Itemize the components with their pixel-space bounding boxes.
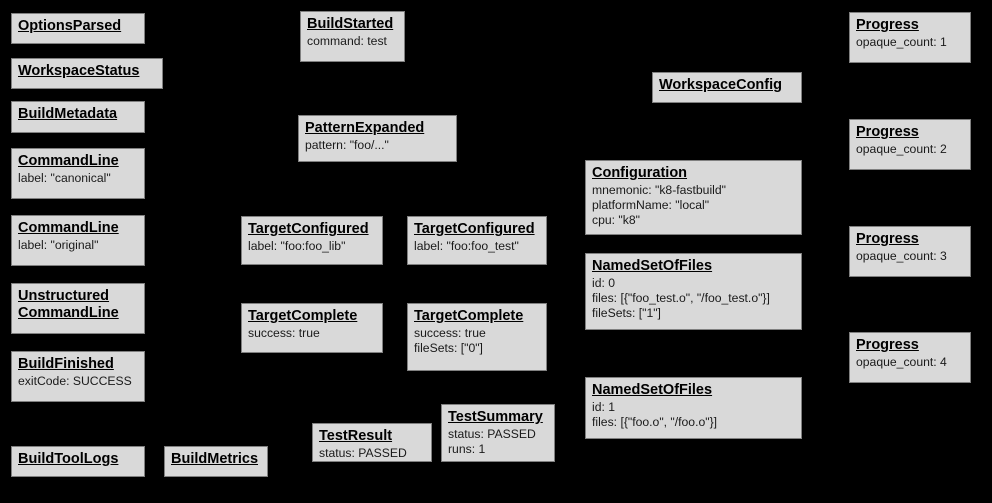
node-field: opaque_count: 2 bbox=[856, 142, 947, 156]
node-fields: label: "original" bbox=[18, 238, 138, 253]
node-fields: label: "foo:foo_test" bbox=[414, 239, 540, 254]
node-field: status: PASSED bbox=[448, 427, 536, 441]
node-title: TargetComplete bbox=[414, 308, 524, 324]
node-field: label: "canonical" bbox=[18, 171, 111, 185]
node-command-line-canonical[interactable]: CommandLine label: "canonical" bbox=[11, 148, 145, 199]
node-progress-4[interactable]: Progress opaque_count: 4 bbox=[849, 332, 971, 383]
node-field: opaque_count: 4 bbox=[856, 355, 947, 369]
node-field: label: "foo:foo_test" bbox=[414, 239, 519, 253]
node-title: TestSummary bbox=[448, 409, 543, 425]
node-title: Unstructured CommandLine bbox=[18, 288, 119, 321]
node-fields: label: "canonical" bbox=[18, 171, 138, 186]
node-build-metadata[interactable]: BuildMetadata bbox=[11, 101, 145, 133]
node-title: NamedSetOfFiles bbox=[592, 382, 713, 398]
node-title: WorkspaceStatus bbox=[18, 63, 140, 79]
node-fields: mnemonic: "k8-fastbuild"platformName: "l… bbox=[592, 183, 795, 228]
node-title: TargetComplete bbox=[248, 308, 358, 324]
node-build-tool-logs[interactable]: BuildToolLogs bbox=[11, 446, 145, 477]
node-title: BuildMetadata bbox=[18, 106, 118, 122]
node-fields: command: test bbox=[307, 34, 398, 49]
node-field: id: 0 bbox=[592, 276, 616, 290]
node-title: BuildToolLogs bbox=[18, 451, 119, 467]
node-title: NamedSetOfFiles bbox=[592, 258, 713, 274]
node-field: runs: 1 bbox=[448, 442, 486, 456]
node-unstructured-command-line[interactable]: Unstructured CommandLine bbox=[11, 283, 145, 334]
node-field: exitCode: SUCCESS bbox=[18, 374, 132, 388]
node-fields: opaque_count: 2 bbox=[856, 142, 964, 157]
node-field: files: [{"foo_test.o", "/foo_test.o"}] bbox=[592, 291, 770, 305]
node-progress-2[interactable]: Progress opaque_count: 2 bbox=[849, 119, 971, 170]
node-fields: exitCode: SUCCESS bbox=[18, 374, 138, 389]
node-title: BuildStarted bbox=[307, 16, 394, 32]
node-title: BuildMetrics bbox=[171, 451, 259, 467]
node-workspace-status[interactable]: WorkspaceStatus bbox=[11, 58, 163, 89]
node-fields: pattern: "foo/..." bbox=[305, 138, 450, 153]
node-title: WorkspaceConfig bbox=[659, 77, 783, 93]
node-field: fileSets: ["0"] bbox=[414, 341, 483, 355]
node-title: TargetConfigured bbox=[414, 221, 535, 237]
node-build-metrics[interactable]: BuildMetrics bbox=[164, 446, 268, 477]
node-title: OptionsParsed bbox=[18, 18, 122, 34]
node-field: opaque_count: 1 bbox=[856, 35, 947, 49]
node-fields: opaque_count: 4 bbox=[856, 355, 964, 370]
node-command-line-original[interactable]: CommandLine label: "original" bbox=[11, 215, 145, 266]
node-title: PatternExpanded bbox=[305, 120, 425, 136]
node-build-finished[interactable]: BuildFinished exitCode: SUCCESS bbox=[11, 351, 145, 402]
node-field: cpu: "k8" bbox=[592, 213, 640, 227]
node-title: Progress bbox=[856, 231, 919, 247]
node-fields: status: PASSED bbox=[319, 446, 425, 461]
node-target-complete-lib[interactable]: TargetComplete success: true bbox=[241, 303, 383, 353]
node-field: id: 1 bbox=[592, 400, 616, 414]
node-title: Progress bbox=[856, 124, 919, 140]
node-title: Progress bbox=[856, 337, 919, 353]
node-pattern-expanded[interactable]: PatternExpanded pattern: "foo/..." bbox=[298, 115, 457, 162]
node-field: success: true bbox=[414, 326, 486, 340]
node-title: Configuration bbox=[592, 165, 688, 181]
node-workspace-config[interactable]: WorkspaceConfig bbox=[652, 72, 802, 103]
node-progress-1[interactable]: Progress opaque_count: 1 bbox=[849, 12, 971, 63]
node-field: opaque_count: 3 bbox=[856, 249, 947, 263]
node-title: TargetConfigured bbox=[248, 221, 369, 237]
node-field: status: PASSED bbox=[319, 446, 407, 460]
node-title: BuildFinished bbox=[18, 356, 114, 372]
node-title: CommandLine bbox=[18, 153, 119, 169]
node-title: CommandLine bbox=[18, 220, 119, 236]
node-field: command: test bbox=[307, 34, 387, 48]
node-target-configured-foo-lib[interactable]: TargetConfigured label: "foo:foo_lib" bbox=[241, 216, 383, 265]
node-field: success: true bbox=[248, 326, 320, 340]
node-title: TestResult bbox=[319, 428, 393, 444]
node-field: label: "foo:foo_lib" bbox=[248, 239, 346, 253]
node-fields: opaque_count: 1 bbox=[856, 35, 964, 50]
node-progress-3[interactable]: Progress opaque_count: 3 bbox=[849, 226, 971, 277]
node-fields: label: "foo:foo_lib" bbox=[248, 239, 376, 254]
node-field: fileSets: ["1"] bbox=[592, 306, 661, 320]
node-field: mnemonic: "k8-fastbuild" bbox=[592, 183, 726, 197]
node-field: platformName: "local" bbox=[592, 198, 710, 212]
node-test-result[interactable]: TestResult status: PASSED bbox=[312, 423, 432, 462]
node-configuration[interactable]: Configuration mnemonic: "k8-fastbuild"pla… bbox=[585, 160, 802, 235]
node-field: files: [{"foo.o", "/foo.o"}] bbox=[592, 415, 718, 429]
node-options-parsed[interactable]: OptionsParsed bbox=[11, 13, 145, 44]
node-field: pattern: "foo/..." bbox=[305, 138, 389, 152]
node-field: label: "original" bbox=[18, 238, 99, 252]
node-fields: opaque_count: 3 bbox=[856, 249, 964, 264]
node-title: Progress bbox=[856, 17, 919, 33]
node-target-configured-foo-test[interactable]: TargetConfigured label: "foo:foo_test" bbox=[407, 216, 547, 265]
node-build-started[interactable]: BuildStarted command: test bbox=[300, 11, 405, 62]
node-fields: success: true bbox=[248, 326, 376, 341]
